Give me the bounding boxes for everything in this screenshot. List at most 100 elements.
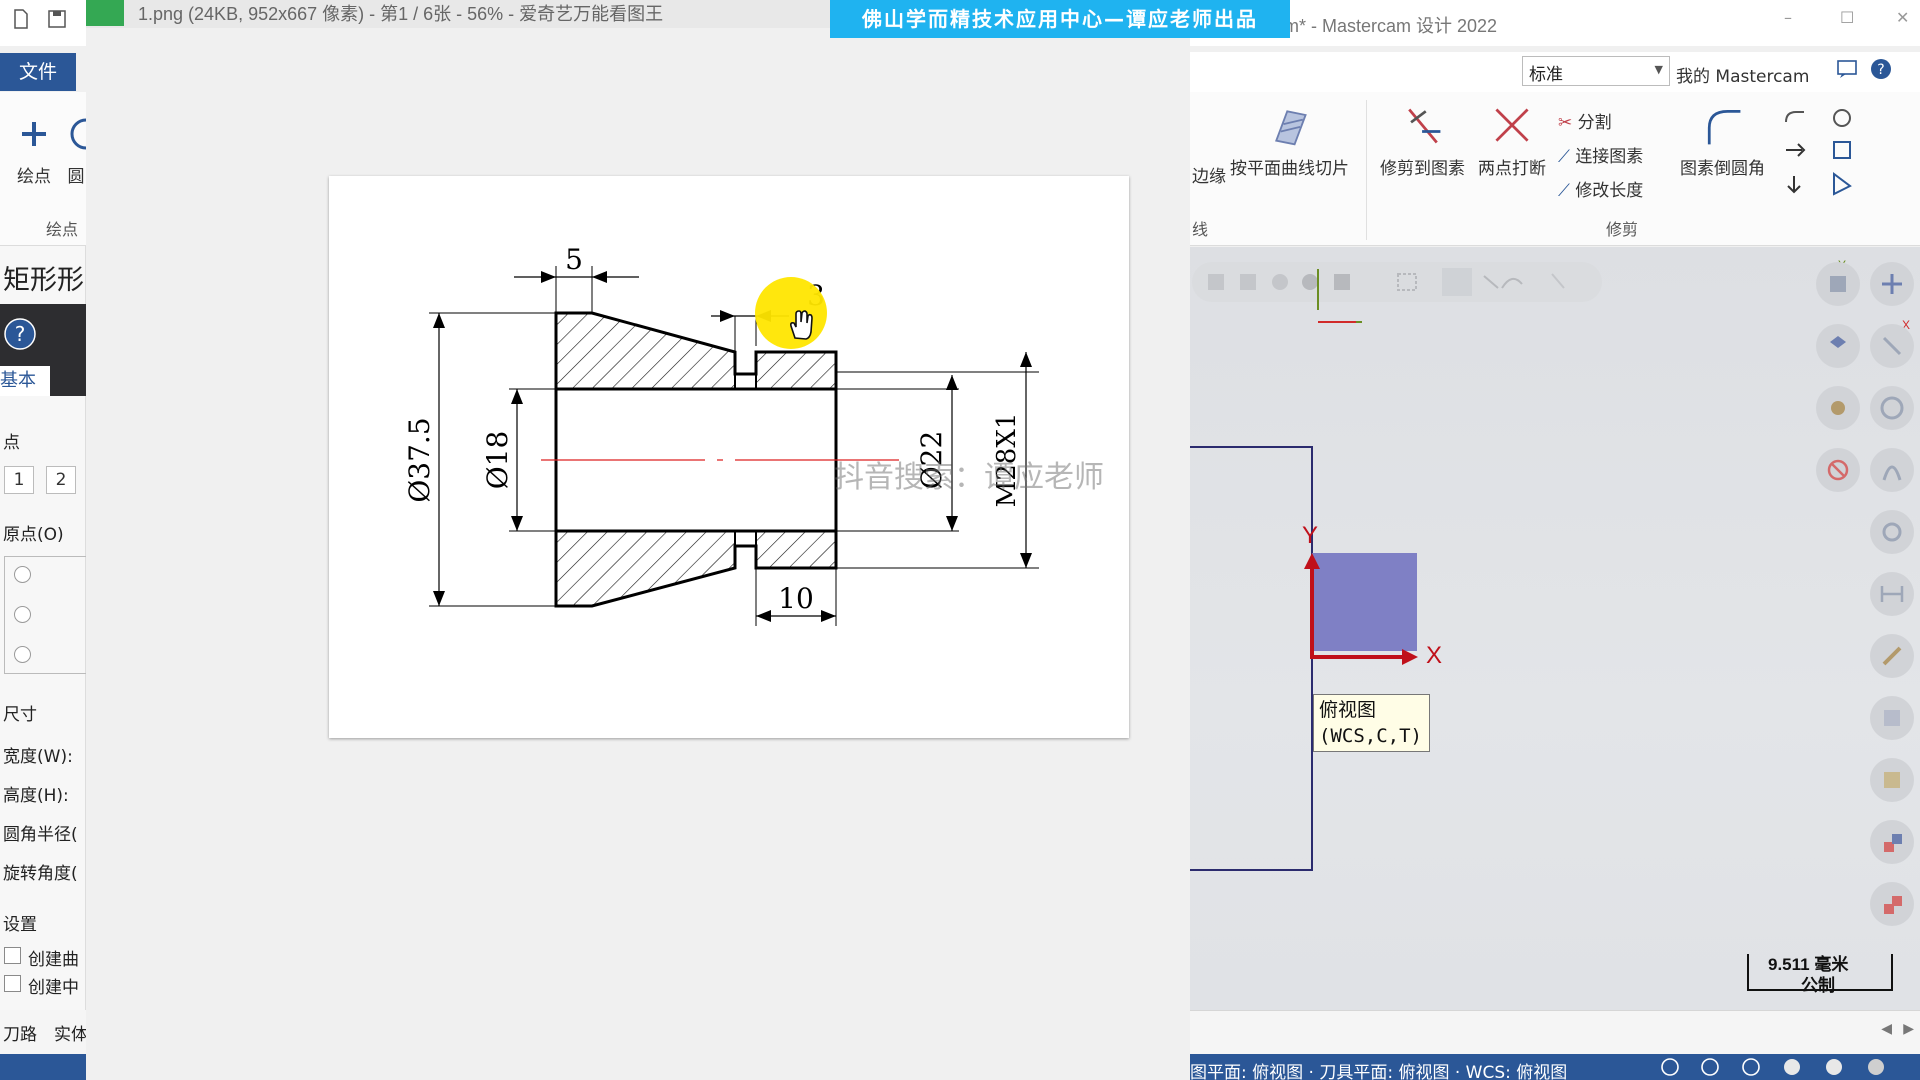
view-name-line-1: 俯视图: [1319, 699, 1377, 721]
split-label: 分割: [1577, 113, 1612, 133]
join-label: 连接图素: [1575, 147, 1644, 167]
size-section-label: 尺寸: [3, 705, 37, 725]
fillet-icon: [1707, 109, 1740, 145]
planar-slice-label: 按平面曲线切片: [1230, 159, 1349, 179]
trim-group-label: 修剪: [1606, 220, 1639, 239]
scale-value: 9.511 毫米: [1768, 955, 1849, 974]
two-point-break-label: 两点打断: [1478, 159, 1546, 179]
view-select[interactable]: 标准 ▼: [1522, 56, 1670, 86]
axis-x-label: X: [1426, 642, 1443, 669]
save-icon[interactable]: [46, 8, 68, 30]
draw-point-label: 绘点: [17, 167, 51, 187]
svg-text:?: ?: [1877, 62, 1884, 78]
new-file-icon[interactable]: [10, 8, 32, 30]
point-group-label: 绘点: [46, 220, 79, 239]
line-group-label: 线: [1192, 220, 1209, 239]
minimize-button[interactable]: –: [1784, 8, 1792, 27]
trim-to-entity-label: 修剪到图素: [1380, 159, 1465, 179]
part-drawing: 5 3 Ø37.5 Ø18 Ø22 M28X1 10: [403, 243, 1039, 626]
origin-box: [4, 556, 88, 674]
mastercam-window-title: m* - Mastercam 设计 2022: [1284, 16, 1498, 36]
close-button[interactable]: ✕: [1896, 8, 1910, 27]
draw-point-button[interactable]: 绘点: [14, 112, 54, 187]
tab-basic[interactable]: 基本: [0, 366, 50, 396]
point-section-label: 点: [3, 433, 20, 453]
origin-radio-1[interactable]: [14, 566, 31, 583]
dim-outer-diameter: Ø37.5: [403, 417, 436, 502]
join-button[interactable]: ⟋ 连接图素: [1558, 142, 1643, 167]
modify-length-button[interactable]: ⟋ 修改长度: [1558, 176, 1643, 201]
viewport-sheet-bar: ◀ ▶: [1190, 1010, 1920, 1054]
help-icon[interactable]: ?: [4, 318, 36, 350]
trim-to-entity-button[interactable]: 修剪到图素: [1380, 104, 1465, 179]
comment-icon[interactable]: [1836, 58, 1858, 80]
create-center-checkbox[interactable]: [4, 975, 21, 992]
help-icon[interactable]: ?: [1870, 58, 1892, 80]
drawing-image: 5 3 Ø37.5 Ø18 Ø22 M28X1 10 抖音搜索：谭应老师: [329, 176, 1129, 738]
wcs-origin-square: [1312, 553, 1417, 651]
tab-toolpaths[interactable]: 刀路: [3, 1025, 37, 1045]
fillet-label: 图素倒圆角: [1680, 159, 1765, 179]
maximize-button[interactable]: ☐: [1840, 8, 1855, 27]
scroll-left-icon[interactable]: ◀: [1881, 1021, 1892, 1037]
settings-section-label: 设置: [3, 915, 37, 935]
dim-thread-length: 10: [778, 582, 814, 615]
corner-radius-label: 圆角半径(: [3, 825, 78, 845]
view-name-tag: 俯视图 (WCS,C,T): [1313, 694, 1430, 752]
rotation-label: 旋转角度(: [3, 864, 78, 884]
dim-groove-diameter: Ø22: [915, 431, 948, 490]
viewer-title-bar: 1.png (24KB, 952x667 像素) - 第1 / 6张 - 56%…: [86, 0, 830, 28]
create-center-label: 创建中: [28, 978, 79, 998]
file-tab[interactable]: 文件: [0, 53, 76, 91]
planar-slice-button[interactable]: 按平面曲线切片: [1230, 104, 1349, 179]
axis-y-label: Y: [1302, 522, 1319, 549]
split-icon: ✂: [1558, 113, 1573, 133]
gnomon-x-label: X: [1902, 318, 1911, 332]
circle-button[interactable]: 圆: [66, 112, 86, 187]
join-icon: ⟋: [1558, 147, 1570, 167]
my-mastercam-link[interactable]: 我的 Mastercam: [1676, 67, 1810, 87]
status-planes-text[interactable]: 图平面: 俯视图 · 刀具平面: 俯视图 · WCS: 俯视图: [1190, 1063, 1568, 1080]
split-button[interactable]: ✂ 分割: [1558, 108, 1612, 133]
modify-length-icon: ⟋: [1558, 181, 1570, 201]
point-2-button[interactable]: 2: [46, 466, 76, 494]
svg-text:?: ?: [15, 322, 26, 346]
scale-bar: [1747, 954, 1893, 991]
image-viewer-window: 1.png (24KB, 952x667 像素) - 第1 / 6张 - 56%…: [86, 0, 1190, 1080]
circle-icon: [70, 118, 86, 150]
ribbon-separator: [1366, 100, 1367, 240]
edge-button-label[interactable]: 边缘: [1192, 167, 1226, 187]
panel-title: 矩形形: [3, 265, 84, 296]
create-curve-checkbox[interactable]: [4, 947, 21, 964]
scroll-right-icon[interactable]: ▶: [1903, 1021, 1914, 1037]
slice-icon: [1274, 110, 1307, 146]
view-name-line-2: (WCS,C,T): [1319, 725, 1422, 747]
chevron-down-icon: ▼: [1654, 63, 1663, 76]
fillet-button[interactable]: 图素倒圆角: [1680, 104, 1765, 179]
circle-label: 圆: [67, 167, 85, 187]
ribbon-small-icons[interactable]: [1782, 106, 1852, 202]
view-select-value: 标准: [1529, 65, 1563, 85]
viewport-geometry: [1190, 269, 1418, 871]
dim-bore: Ø18: [481, 431, 514, 490]
viewer-logo-icon: [86, 0, 124, 26]
two-point-break-button[interactable]: 两点打断: [1478, 104, 1546, 179]
dim-top-left: 5: [565, 243, 583, 276]
origin-label: 原点(O): [3, 525, 64, 545]
status-bar-icons[interactable]: [1650, 1056, 1890, 1078]
origin-radio-3[interactable]: [14, 646, 31, 663]
width-label: 宽度(W):: [3, 747, 73, 767]
height-label: 高度(H):: [3, 786, 69, 806]
plus-icon: [22, 122, 46, 146]
point-1-button[interactable]: 1: [4, 466, 34, 494]
panel-header-strip: ? 基本: [0, 304, 86, 396]
viewer-title: 1.png (24KB, 952x667 像素) - 第1 / 6张 - 56%…: [138, 4, 664, 24]
viewport-side-tools[interactable]: [1810, 258, 1920, 928]
watermark-text: 抖音搜索：谭应老师: [834, 460, 1104, 495]
origin-radio-2[interactable]: [14, 606, 31, 623]
tab-solids[interactable]: 实体: [54, 1025, 88, 1045]
viewport-toolbar[interactable]: [1192, 262, 1602, 302]
cursor-highlight: [755, 277, 827, 349]
dim-thread: M28X1: [992, 413, 1022, 508]
modify-length-label: 修改长度: [1575, 181, 1644, 201]
